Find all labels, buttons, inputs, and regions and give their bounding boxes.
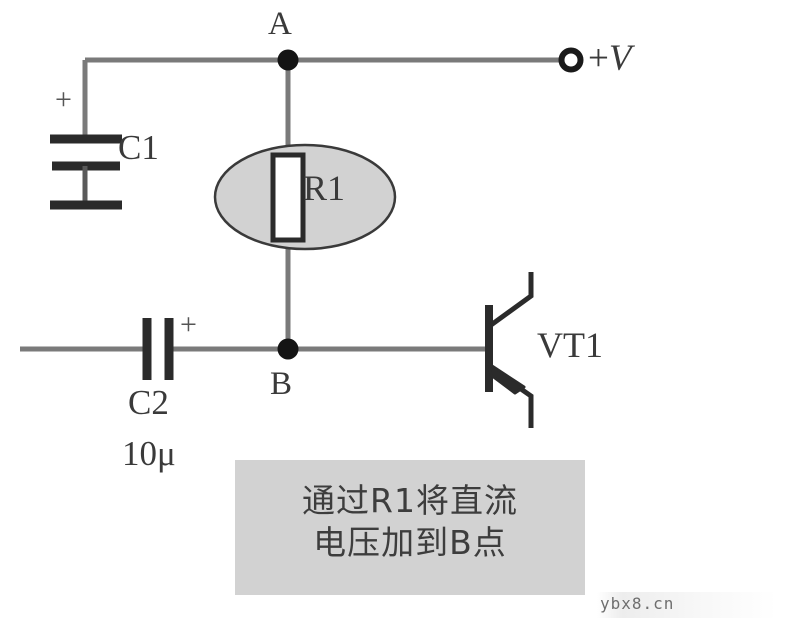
c1-label: C1 xyxy=(118,128,159,167)
r1-label: R1 xyxy=(303,168,346,208)
watermark-smudge xyxy=(597,592,777,618)
supply-plus-sign: + xyxy=(588,38,609,79)
node-label-a: A xyxy=(268,6,292,42)
supply-label: +V xyxy=(588,40,631,77)
c2-polarity-marker: + xyxy=(180,308,197,341)
c2-label: C2 xyxy=(128,383,169,422)
caption-line-1: 通过R1将直流 xyxy=(302,481,518,520)
capacitor-c1 xyxy=(50,134,122,210)
node-label-b: B xyxy=(270,366,293,402)
caption-text: 通过R1将直流 电压加到B点 xyxy=(235,480,585,564)
vt1-label: VT1 xyxy=(537,325,603,365)
c1-polarity-marker: + xyxy=(55,83,72,116)
transistor-vt1 xyxy=(485,272,534,428)
junction-dot-b xyxy=(277,338,299,360)
caption-line-2: 电压加到B点 xyxy=(313,523,507,563)
supply-voltage-symbol: V xyxy=(608,38,632,79)
vt1-collector-lead xyxy=(489,272,534,328)
resistor-r1 xyxy=(270,152,306,243)
watermark-text: ybx8.cn xyxy=(600,594,675,613)
r1-body xyxy=(270,152,306,243)
caption-callout-box: 通过R1将直流 电压加到B点 xyxy=(235,460,585,595)
junction-dot-a xyxy=(277,49,299,71)
vt1-emitter-arrow xyxy=(487,362,526,395)
supply-terminal-circle xyxy=(558,47,584,73)
capacitor-c2 xyxy=(142,318,174,380)
c2-value-label: 10μ xyxy=(122,434,176,473)
